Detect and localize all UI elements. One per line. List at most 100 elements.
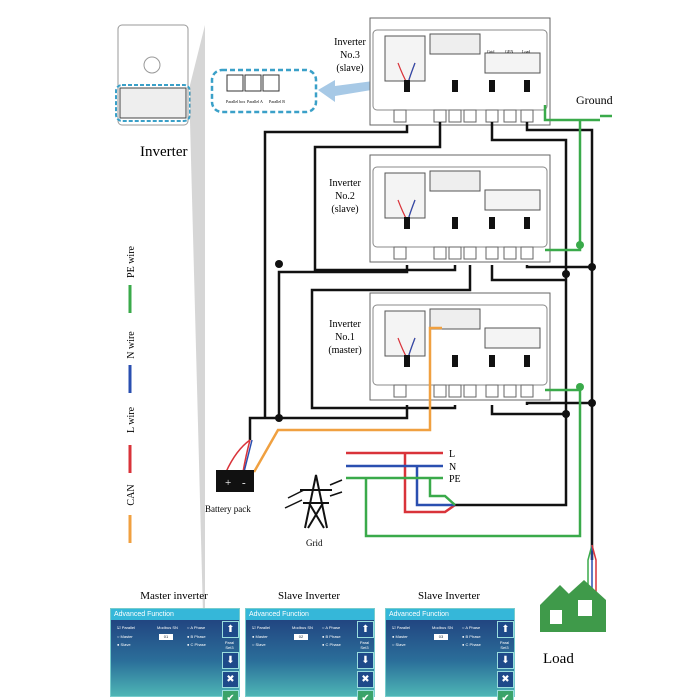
cable-gland <box>393 384 407 398</box>
inverter-3 <box>369 17 551 126</box>
master-label: Master <box>255 634 268 639</box>
cable-gland <box>393 246 407 260</box>
phase-b-radio[interactable]: ● B Phase <box>187 634 206 639</box>
arrow-up-icon[interactable]: ⬆ <box>357 621 374 638</box>
inverter-3-name: Inverter <box>334 37 366 48</box>
inverter-1-number: No.1 <box>335 332 355 343</box>
paral-set-label: Paral Set3 <box>499 640 510 650</box>
cable-gland <box>520 246 534 260</box>
phase-label: A Phase <box>190 625 206 630</box>
advanced-function-screen: Advanced Function ☑ Parallel ● Master ○ … <box>245 608 375 700</box>
phase-b-radio[interactable]: ● B Phase <box>462 634 481 639</box>
arrow-down-icon[interactable]: ⬇ <box>222 652 239 669</box>
phase-c-radio[interactable]: ● C Phase <box>462 642 481 647</box>
line-pe-label: PE <box>449 474 461 485</box>
inverter-1 <box>369 292 551 401</box>
phase-label: C Phase <box>190 642 206 647</box>
phase-label: B Phase <box>465 634 481 639</box>
modbus-label: Modbus SN <box>432 625 453 630</box>
grid-lines <box>346 451 456 514</box>
line-l-label: L <box>449 449 455 460</box>
modbus-label: Modbus SN <box>292 625 313 630</box>
cable-gland <box>433 109 447 123</box>
inverter-2-name: Inverter <box>329 178 361 189</box>
slave-radio[interactable]: ● Slave <box>117 642 131 647</box>
arrow-down-icon[interactable]: ⬇ <box>357 652 374 669</box>
battery-negative-cable <box>243 439 253 473</box>
slave-label: Slave <box>395 642 406 647</box>
cable-gland <box>463 109 477 123</box>
master-radio[interactable]: ○ Master <box>117 634 133 639</box>
modbus-sn-field[interactable]: 03 <box>434 634 448 640</box>
close-icon[interactable]: ✖ <box>222 671 239 688</box>
battery-cables <box>225 439 251 473</box>
phase-label: C Phase <box>325 642 341 647</box>
cable-gland <box>485 109 499 123</box>
legend-label: L wire <box>126 406 137 433</box>
battery-plus: + <box>225 477 231 489</box>
port-label: Parallel B <box>269 99 285 104</box>
inverter-1-name: Inverter <box>329 319 361 330</box>
modbus-sn-field[interactable]: 02 <box>294 634 308 640</box>
screen-title: Slave Inverter <box>418 590 480 602</box>
dc-ac-wires <box>248 122 594 560</box>
terminal-load: Load <box>522 49 530 54</box>
close-icon[interactable]: ✖ <box>497 671 514 688</box>
screen-header: Advanced Function <box>246 609 374 620</box>
advanced-function-screen: Advanced Function ☑ Parallel ○ Master ● … <box>110 608 240 700</box>
battery-label: Battery pack <box>205 504 251 514</box>
inverter-thumbnail <box>115 24 205 690</box>
inverter-2-number: No.2 <box>335 191 355 202</box>
cable-gland <box>448 384 462 398</box>
screen-header: Advanced Function <box>111 609 239 620</box>
parallel-label: Parallel <box>396 625 411 630</box>
parallel-label: Parallel <box>121 625 136 630</box>
arrow-down-icon[interactable]: ⬇ <box>497 652 514 669</box>
inverter-label: Inverter <box>140 144 187 160</box>
master-radio[interactable]: ● Master <box>392 634 408 639</box>
house-icon <box>540 580 606 632</box>
parallel-checkbox[interactable]: ☑ Parallel <box>392 625 411 630</box>
screen-title: Master inverter <box>140 590 208 602</box>
advanced-function-screen: Advanced Function ☑ Parallel ● Master ○ … <box>385 608 515 700</box>
master-radio[interactable]: ● Master <box>252 634 268 639</box>
parallel-checkbox[interactable]: ☑ Parallel <box>252 625 271 630</box>
pe-wires <box>364 105 612 538</box>
port-label: Parallel A <box>247 99 263 104</box>
phase-c-radio[interactable]: ● C Phase <box>187 642 206 647</box>
check-icon[interactable]: ✔ <box>357 690 374 700</box>
arrow-up-icon[interactable]: ⬆ <box>222 621 239 638</box>
slave-radio[interactable]: ○ Slave <box>252 642 266 647</box>
cable-gland <box>393 109 407 123</box>
screen-header: Advanced Function <box>386 609 514 620</box>
phase-a-radio[interactable]: ○ A Phase <box>462 625 481 630</box>
phase-b-radio[interactable]: ● B Phase <box>322 634 341 639</box>
modbus-sn-field[interactable]: 01 <box>159 634 173 640</box>
cable-gland <box>448 109 462 123</box>
grid-tower-icon <box>284 474 343 529</box>
slave-radio[interactable]: ○ Slave <box>392 642 406 647</box>
port-label: Parallel box <box>226 99 245 104</box>
phase-a-radio[interactable]: ○ A Phase <box>187 625 206 630</box>
check-icon[interactable]: ✔ <box>497 690 514 700</box>
ground-label: Ground <box>576 93 613 107</box>
arrow-up-icon[interactable]: ⬆ <box>497 621 514 638</box>
cable-gland <box>503 109 517 123</box>
line-n-label: N <box>449 462 456 473</box>
cable-gland <box>433 384 447 398</box>
phase-label: A Phase <box>465 625 481 630</box>
junction-dots <box>275 241 596 422</box>
check-icon[interactable]: ✔ <box>222 690 239 700</box>
phase-label: A Phase <box>325 625 341 630</box>
close-icon[interactable]: ✖ <box>357 671 374 688</box>
legend-label: CAN <box>126 484 137 505</box>
phase-a-radio[interactable]: ○ A Phase <box>322 625 341 630</box>
phase-label: B Phase <box>190 634 206 639</box>
parallel-checkbox[interactable]: ☑ Parallel <box>117 625 136 630</box>
parallel-label: Parallel <box>256 625 271 630</box>
paral-set-label: Paral Set3 <box>224 640 235 650</box>
cable-gland <box>520 384 534 398</box>
phase-c-radio[interactable]: ● C Phase <box>322 642 341 647</box>
legend-label: PE wire <box>126 245 137 278</box>
